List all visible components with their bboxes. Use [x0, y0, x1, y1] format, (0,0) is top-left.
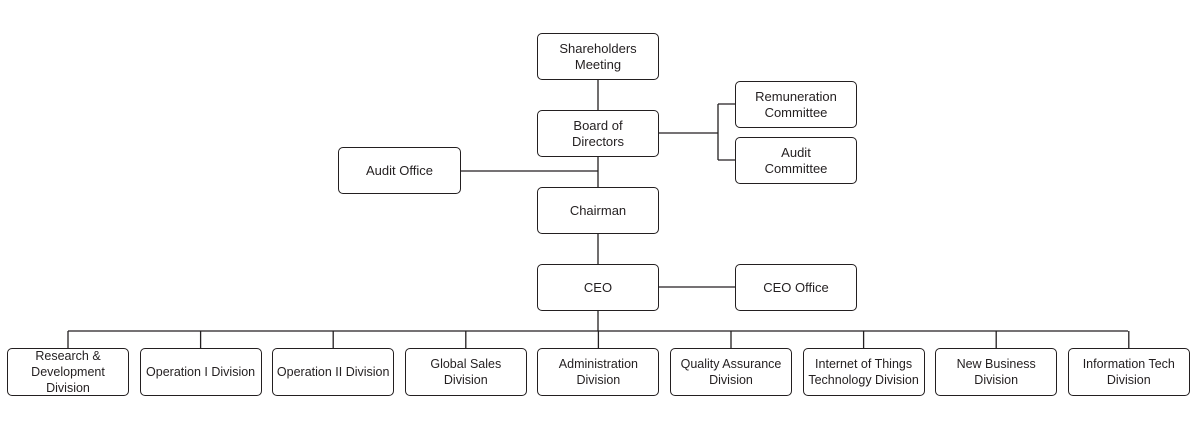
remuneration-committee-box: Remuneration Committee — [735, 81, 857, 128]
shareholders-meeting-box: Shareholders Meeting — [537, 33, 659, 80]
division-box: Operation II Division — [272, 348, 395, 396]
division-box: Administration Division — [537, 348, 660, 396]
division-box: Operation I Division — [139, 348, 262, 396]
chairman-box: Chairman — [537, 187, 659, 234]
division-box: New Business Division — [935, 348, 1058, 396]
ceo-office-box: CEO Office — [735, 264, 857, 311]
division-box: Research & Development Division — [7, 348, 129, 396]
audit-committee-box: Audit Committee — [735, 137, 857, 184]
audit-office-box: Audit Office — [338, 147, 461, 194]
division-box: Information Tech Division — [1067, 348, 1190, 396]
division-box: Quality Assurance Division — [670, 348, 792, 396]
division-box: Internet of Things Technology Division — [802, 348, 925, 396]
division-box: Global Sales Division — [404, 348, 527, 396]
board-of-directors-box: Board of Directors — [537, 110, 659, 157]
ceo-box: CEO — [537, 264, 659, 311]
